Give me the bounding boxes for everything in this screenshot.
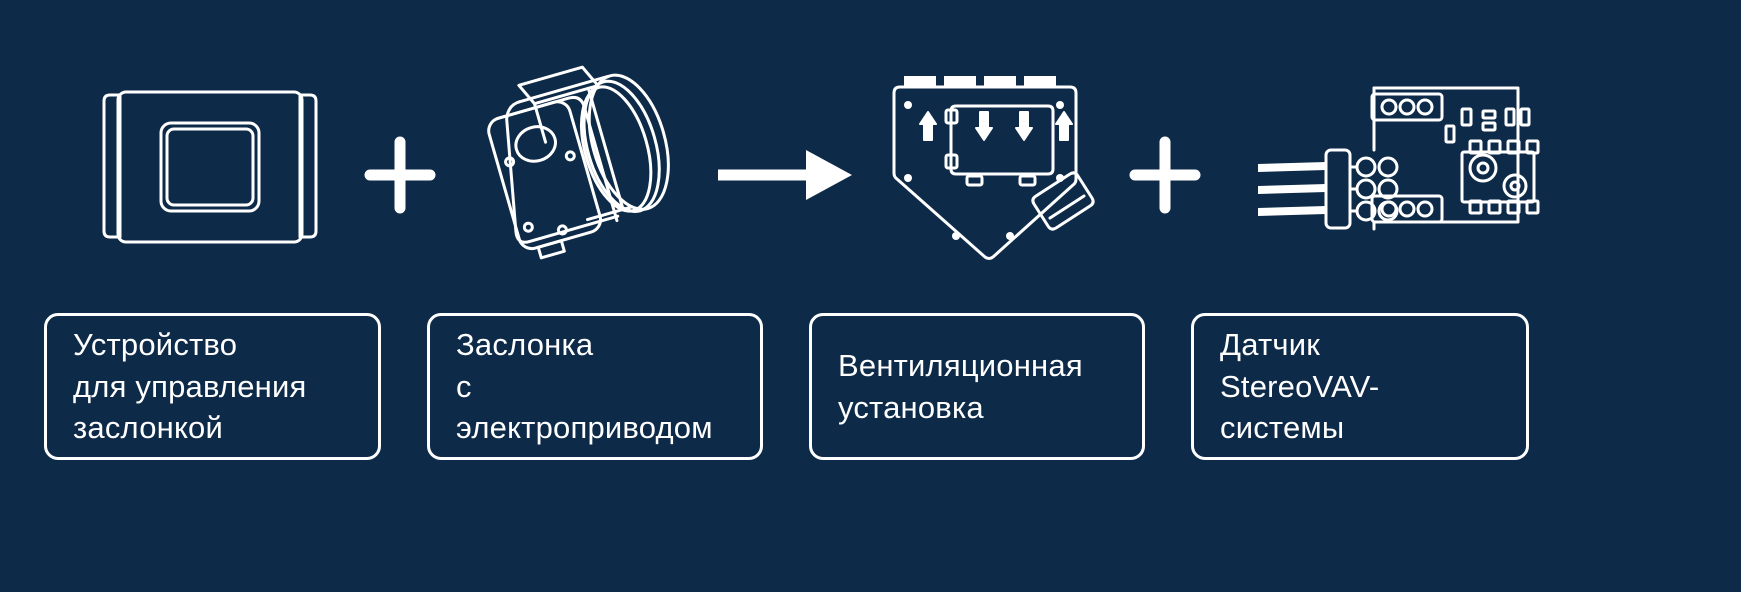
- damper-controller-icon: [60, 0, 360, 300]
- label-text-stereovav-sensor: Датчик StereoVAV-системы: [1220, 327, 1380, 446]
- label-box-damper-controller[interactable]: Устройство для управления заслонкой: [44, 313, 381, 460]
- icon-row: [60, 0, 1540, 300]
- arrow-right-icon: [700, 0, 870, 300]
- label-text-ventilation-unit: Вентиляционная установка: [838, 347, 1083, 425]
- label-text-motorized-damper: Заслонка с электроприводом: [456, 327, 713, 446]
- label-text-damper-controller: Устройство для управления заслонкой: [73, 327, 307, 446]
- plus-icon-1: [360, 0, 440, 300]
- label-box-stereovav-sensor[interactable]: Датчик StereoVAV-системы: [1191, 313, 1529, 460]
- label-box-motorized-damper[interactable]: Заслонка с электроприводом: [427, 313, 763, 460]
- label-box-ventilation-unit[interactable]: Вентиляционная установка: [809, 313, 1145, 460]
- ventilation-unit-icon: [860, 0, 1110, 300]
- motorized-damper-icon: [450, 0, 720, 300]
- plus-icon-2: [1120, 0, 1210, 300]
- sensor-board-icon: [1240, 0, 1540, 300]
